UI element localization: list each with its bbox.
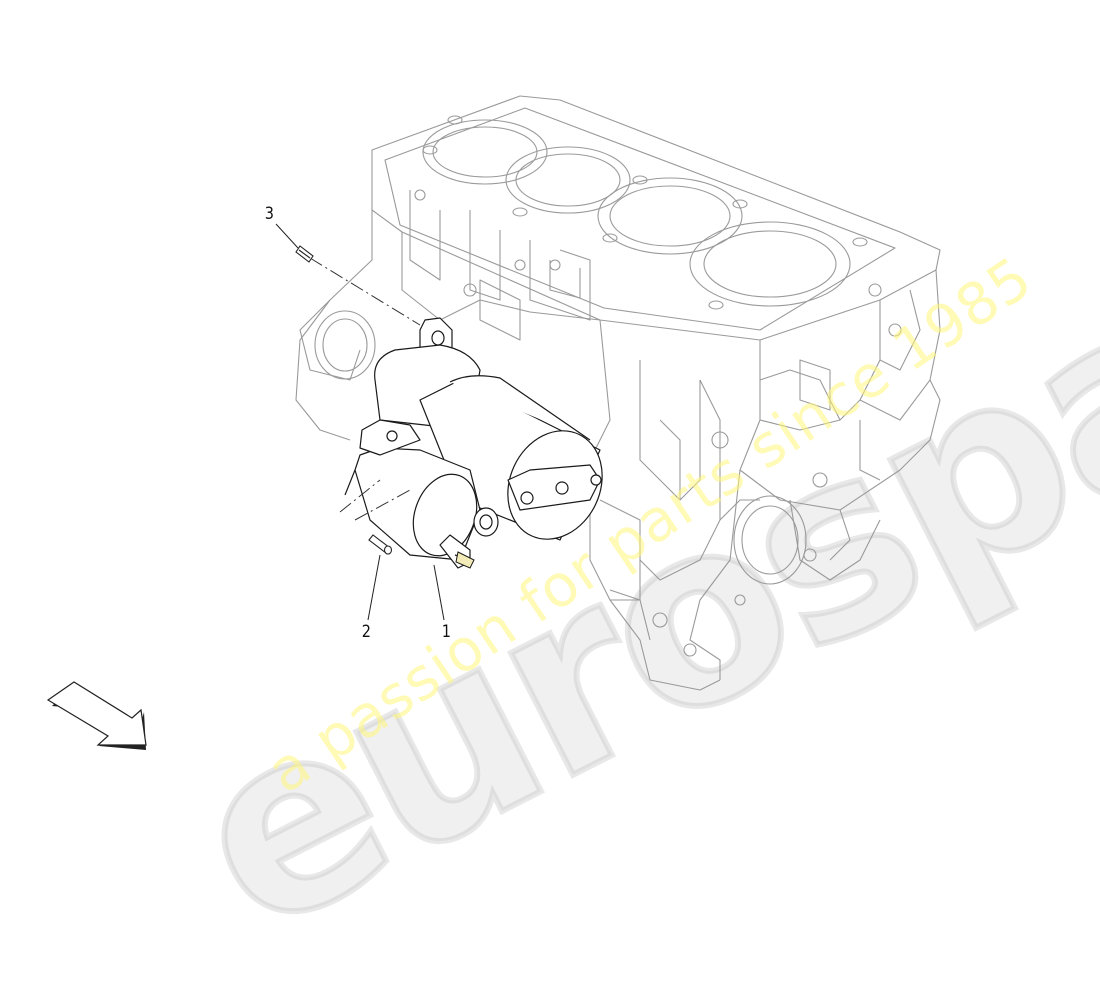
stud-item-2 xyxy=(368,534,393,555)
bolt-item-3 xyxy=(295,245,314,263)
callout-1: 1 xyxy=(441,622,452,642)
direction-arrow-icon xyxy=(46,681,147,750)
leader-lines xyxy=(275,223,445,621)
assembly-lines xyxy=(309,257,421,521)
callout-3: 3 xyxy=(264,204,275,224)
cylinder-bores xyxy=(422,119,851,307)
diagram-drawing xyxy=(46,95,941,750)
parts-diagram: eurospares xyxy=(46,37,1100,989)
engine-block xyxy=(295,95,941,691)
starter-motor xyxy=(344,317,603,569)
callout-2: 2 xyxy=(361,622,372,642)
